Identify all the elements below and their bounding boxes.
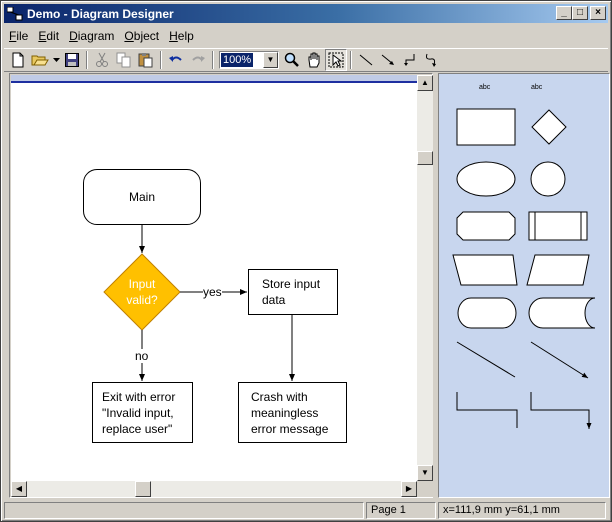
node-exit[interactable]: Exit with error "Invalid input, replace …: [92, 382, 193, 443]
vertical-scrollbar[interactable]: ▲ ▼: [417, 75, 433, 481]
maximize-button[interactable]: □: [572, 6, 588, 20]
menu-diagram[interactable]: Diagram: [64, 29, 119, 43]
status-message: [4, 502, 364, 519]
zoom-select[interactable]: 100% ▼: [219, 51, 279, 69]
palette-label-right: abc: [531, 84, 543, 91]
close-button[interactable]: ×: [590, 6, 606, 20]
scrollbar-corner: [417, 481, 433, 497]
copy-icon[interactable]: [113, 49, 135, 71]
node-store-label: Store input data: [262, 277, 321, 307]
palette-predefined-process[interactable]: [528, 211, 588, 241]
scroll-left-button[interactable]: ◀: [11, 481, 27, 497]
new-file-icon[interactable]: [7, 49, 29, 71]
open-folder-icon[interactable]: [29, 49, 51, 71]
minimize-button[interactable]: _: [556, 6, 572, 20]
status-bar: Page 1 x=111,9 mm y=61,1 mm: [4, 501, 608, 520]
palette-elbow-arrow[interactable]: [530, 392, 592, 429]
palette-rectangle[interactable]: [456, 108, 516, 146]
node-exit-label: Exit with error "Invalid input, replace …: [102, 389, 176, 436]
vertical-scroll-thumb[interactable]: [417, 151, 433, 165]
menu-file-label: ile: [16, 29, 29, 43]
node-decision[interactable]: Input valid?: [104, 254, 180, 330]
node-decision-label: Input valid?: [126, 277, 158, 307]
diagram-canvas-frame: Main Input valid? Store input data Exit …: [9, 73, 433, 498]
palette-shapes: [452, 108, 596, 429]
menu-edit-label: dit: [46, 29, 60, 43]
palette-parallelogram[interactable]: [452, 254, 518, 286]
status-coordinates: x=111,9 mm y=61,1 mm: [438, 502, 606, 519]
node-main-label: Main: [128, 190, 155, 204]
status-page: Page 1: [366, 502, 436, 519]
open-dropdown-icon[interactable]: [51, 49, 61, 71]
horizontal-scrollbar[interactable]: ◀ ▶: [11, 481, 417, 497]
toolbar-separator: [212, 51, 214, 69]
menu-edit[interactable]: Edit: [33, 29, 64, 43]
paste-icon[interactable]: [135, 49, 157, 71]
window-title: Demo - Diagram Designer: [27, 6, 174, 21]
palette-line[interactable]: [456, 341, 516, 378]
scroll-up-button[interactable]: ▲: [417, 75, 433, 91]
menu-object[interactable]: Object: [119, 29, 164, 43]
elbow-connector-icon[interactable]: [399, 49, 421, 71]
palette-stored-data[interactable]: [528, 297, 596, 329]
menu-object-accel: O: [124, 29, 134, 43]
app-icon: [6, 6, 23, 21]
menu-file[interactable]: File: [4, 29, 33, 43]
palette-rounded-rectangle[interactable]: [456, 211, 516, 241]
horizontal-scroll-thumb[interactable]: [135, 481, 151, 497]
select-pointer-icon[interactable]: [325, 49, 347, 71]
node-crash-label: Crash with meaningless error message: [251, 389, 329, 436]
edge-label-yes: yes: [203, 285, 222, 299]
palette-slanted-parallelogram[interactable]: [526, 254, 590, 286]
scroll-right-button[interactable]: ▶: [401, 481, 417, 497]
node-main[interactable]: Main: [83, 169, 201, 225]
palette-arrow-line[interactable]: [530, 341, 589, 379]
palette-terminator[interactable]: [457, 297, 517, 329]
zoom-value: 100%: [221, 53, 254, 67]
menu-edit-accel: E: [38, 29, 47, 43]
toolbar-separator: [350, 51, 352, 69]
palette-elbow-line[interactable]: [456, 392, 518, 428]
line-tool-icon[interactable]: [355, 49, 377, 71]
node-store[interactable]: Store input data: [248, 269, 338, 315]
menu-help[interactable]: Help: [164, 29, 199, 43]
menu-help-label: elp: [177, 29, 194, 43]
diagram-connectors: [103, 225, 295, 381]
shape-palette: abc abc: [438, 73, 610, 498]
zoom-icon[interactable]: [281, 49, 303, 71]
curve-connector-icon[interactable]: [421, 49, 443, 71]
title-bar[interactable]: Demo - Diagram Designer _ □ ×: [4, 4, 608, 23]
menu-file-accel: F: [9, 29, 17, 43]
menu-diagram-label: iagram: [77, 29, 115, 43]
page-top-margin: [11, 75, 417, 83]
undo-icon[interactable]: [165, 49, 187, 71]
palette-label-left: abc: [479, 84, 491, 91]
node-crash[interactable]: Crash with meaningless error message: [238, 382, 347, 443]
toolbar: 100% ▼: [4, 48, 608, 72]
cut-icon[interactable]: [91, 49, 113, 71]
zoom-dropdown-button[interactable]: ▼: [263, 52, 278, 68]
palette-circle[interactable]: [530, 161, 566, 197]
scroll-down-button[interactable]: ▼: [417, 465, 433, 481]
menu-object-label: bject: [133, 29, 160, 43]
palette-diamond[interactable]: [531, 109, 567, 145]
menu-diagram-accel: D: [69, 29, 78, 43]
toolbar-separator: [86, 51, 88, 69]
palette-ellipse[interactable]: [456, 161, 516, 197]
diagram-canvas[interactable]: Main Input valid? Store input data Exit …: [11, 75, 417, 481]
save-icon[interactable]: [61, 49, 83, 71]
edge-label-no: no: [135, 349, 149, 363]
arrow-tool-icon[interactable]: [377, 49, 399, 71]
menu-bar: File Edit Diagram Object Help: [4, 26, 608, 46]
pan-hand-icon[interactable]: [303, 49, 325, 71]
redo-icon[interactable]: [187, 49, 209, 71]
toolbar-separator: [160, 51, 162, 69]
menu-help-accel: H: [169, 29, 178, 43]
